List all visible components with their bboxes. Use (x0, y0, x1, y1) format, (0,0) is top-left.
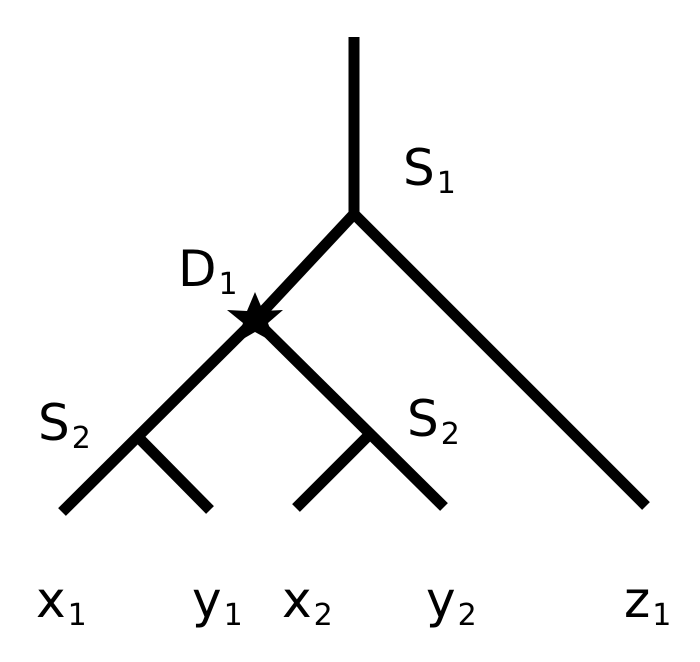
duplication-star-icon (227, 292, 283, 343)
label-right-speciation: S2 (407, 390, 460, 452)
edge-dup-to-left-speciation (58, 316, 259, 516)
leaf-label-x2: x2 (282, 571, 333, 633)
edge-root-to-z1 (350, 210, 650, 510)
edge-right-speciation-to-x2 (292, 429, 375, 512)
leaf-label-y1: y1 (192, 571, 243, 633)
leaf-label-z1: z1 (624, 571, 672, 633)
label-left-speciation: S2 (38, 394, 91, 456)
leaf-label-y2: y2 (426, 571, 477, 633)
leaf-label-x1: x1 (36, 571, 87, 633)
edge-left-speciation-to-y1 (134, 433, 214, 514)
label-duplication: D1 (178, 240, 238, 302)
edge-root-to-duplication (250, 210, 359, 324)
label-root-speciation: S1 (403, 139, 456, 201)
edge-dup-to-y2 (251, 316, 448, 511)
